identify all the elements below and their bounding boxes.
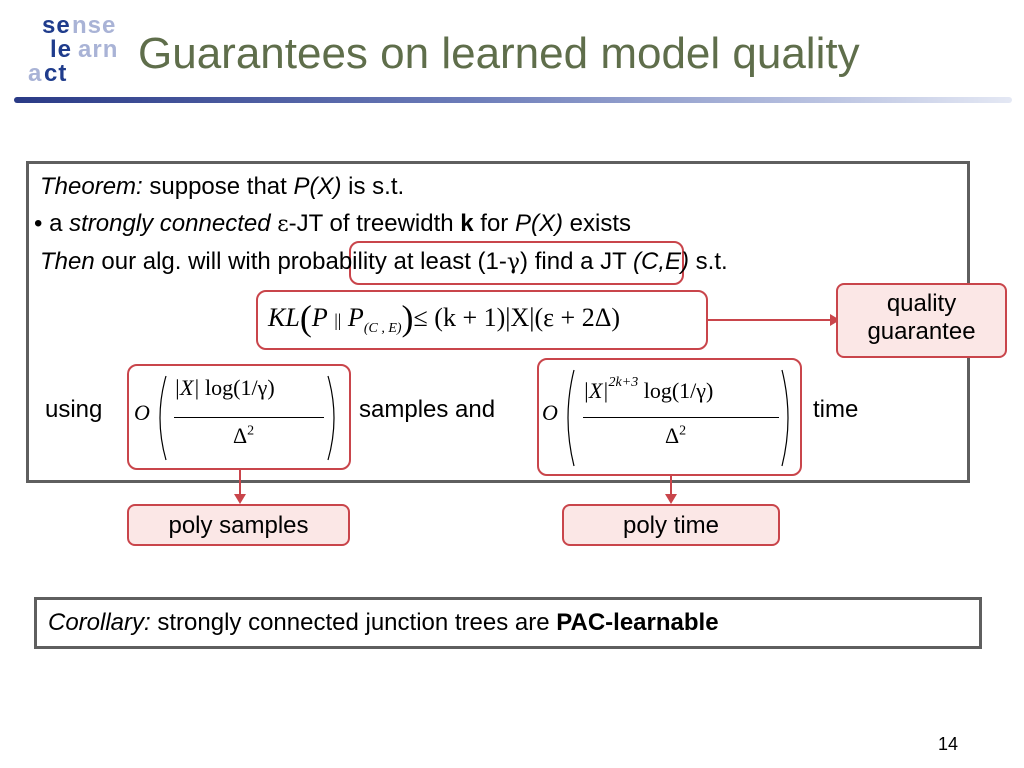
theorem-line-2: • a strongly connected ε-JT of treewidth…: [34, 209, 631, 240]
then-label: Then: [40, 248, 95, 275]
logo-nse: nse: [72, 12, 117, 39]
theorem-text: -JT of treewidth: [288, 210, 461, 237]
gamma-symbol: γ: [506, 250, 521, 275]
big-o-symbol: O: [134, 400, 150, 425]
time-denominator: Δ2: [665, 423, 686, 449]
theorem-text: is s.t.: [341, 173, 405, 200]
theorem-text: suppose that: [142, 173, 294, 200]
kl-formula: KL(P || P(C , E))≤ (k + 1)|X|(ε + 2Δ): [268, 298, 621, 338]
time-label: time: [813, 396, 859, 423]
delta-symbol: Δ: [665, 423, 680, 448]
strongly-connected: strongly connected: [69, 210, 271, 237]
theorem-text: s.t.: [689, 248, 728, 275]
probability-close: ): [520, 248, 529, 275]
exponent: 2: [247, 423, 255, 439]
arrow-down-icon: [234, 470, 246, 504]
samples-and-label: samples and: [359, 396, 496, 423]
jt-ce: (C,E): [633, 248, 689, 275]
kl-symbol: KL: [268, 303, 300, 332]
probability-text: probability at least (1-: [277, 248, 507, 275]
time-formula-parens: [567, 369, 789, 467]
theorem-px: P(X): [293, 173, 342, 200]
theorem-label: Theorem:: [40, 173, 143, 200]
kl-bound: ≤ (k + 1)|X|(ε + 2Δ): [413, 303, 621, 332]
logo-le: le: [50, 36, 73, 63]
logo-arn: arn: [78, 36, 119, 63]
slide-title: Guarantees on learned model quality: [138, 29, 860, 78]
big-o-symbol: O: [542, 400, 558, 425]
using-label: using: [45, 396, 103, 423]
poly-time-box: poly time: [562, 504, 780, 546]
theorem-line-3: Then our alg. will with probability at l…: [40, 247, 728, 278]
arrow-down-icon: [665, 476, 677, 504]
delta-symbol: Δ: [233, 423, 248, 448]
ce-subscript: (C , E): [363, 321, 402, 337]
epsilon-symbol: ε: [277, 212, 289, 237]
parallel-symbol: ||: [334, 310, 342, 330]
fraction-bar: [583, 417, 779, 418]
sample-denominator: Δ2: [233, 423, 254, 449]
quality-guarantee-line1: quality: [886, 290, 957, 317]
logo-ct: ct: [44, 60, 68, 87]
sample-formula-parens: [159, 375, 335, 461]
time-numerator: |X|2k+3 log(1/γ): [583, 375, 713, 404]
p-hat-symbol: P: [347, 303, 364, 332]
theorem-text: our alg. will with: [94, 248, 278, 275]
corollary-box: [34, 597, 982, 649]
theorem-text: exists: [562, 210, 631, 237]
log-term: log(1/γ): [643, 378, 714, 403]
corollary-text: Corollary: strongly connected junction t…: [48, 608, 719, 638]
corollary-body: strongly connected junction trees are: [150, 609, 557, 636]
theorem-text: for: [473, 210, 515, 237]
page-number: 14: [938, 734, 959, 754]
p-symbol: P: [311, 303, 328, 332]
exponent: 2k+3: [608, 375, 639, 390]
probability-highlight: [349, 241, 684, 285]
theorem-text: find a JT: [528, 248, 633, 275]
corollary-label: Corollary:: [48, 609, 151, 636]
x-cardinality: |X|: [174, 375, 200, 400]
title-underline: [14, 97, 1012, 103]
logo-a: a: [28, 60, 43, 87]
bullet: • a: [34, 210, 70, 237]
arrow-right-icon: [708, 314, 840, 326]
quality-guarantee-line2: guarantee: [867, 318, 976, 345]
logo-se: se: [42, 12, 71, 39]
poly-samples-box: poly samples: [127, 504, 350, 546]
kl-formula-box: [256, 290, 708, 350]
x-cardinality: |X|: [583, 378, 609, 403]
exponent: 2: [679, 423, 687, 439]
fraction-bar: [174, 417, 324, 418]
log-term: log(1/γ): [205, 375, 275, 400]
sense-learn-act-logo: se nse le arn a ct: [14, 10, 132, 90]
quality-guarantee-box: quality guarantee: [836, 283, 1007, 358]
treewidth-k: k: [460, 210, 474, 237]
sample-numerator: |X| log(1/γ): [174, 375, 275, 401]
pac-learnable: PAC-learnable: [556, 609, 719, 636]
theorem-line-1: Theorem: suppose that P(X) is s.t.: [40, 172, 404, 202]
theorem-px: P(X): [514, 210, 563, 237]
